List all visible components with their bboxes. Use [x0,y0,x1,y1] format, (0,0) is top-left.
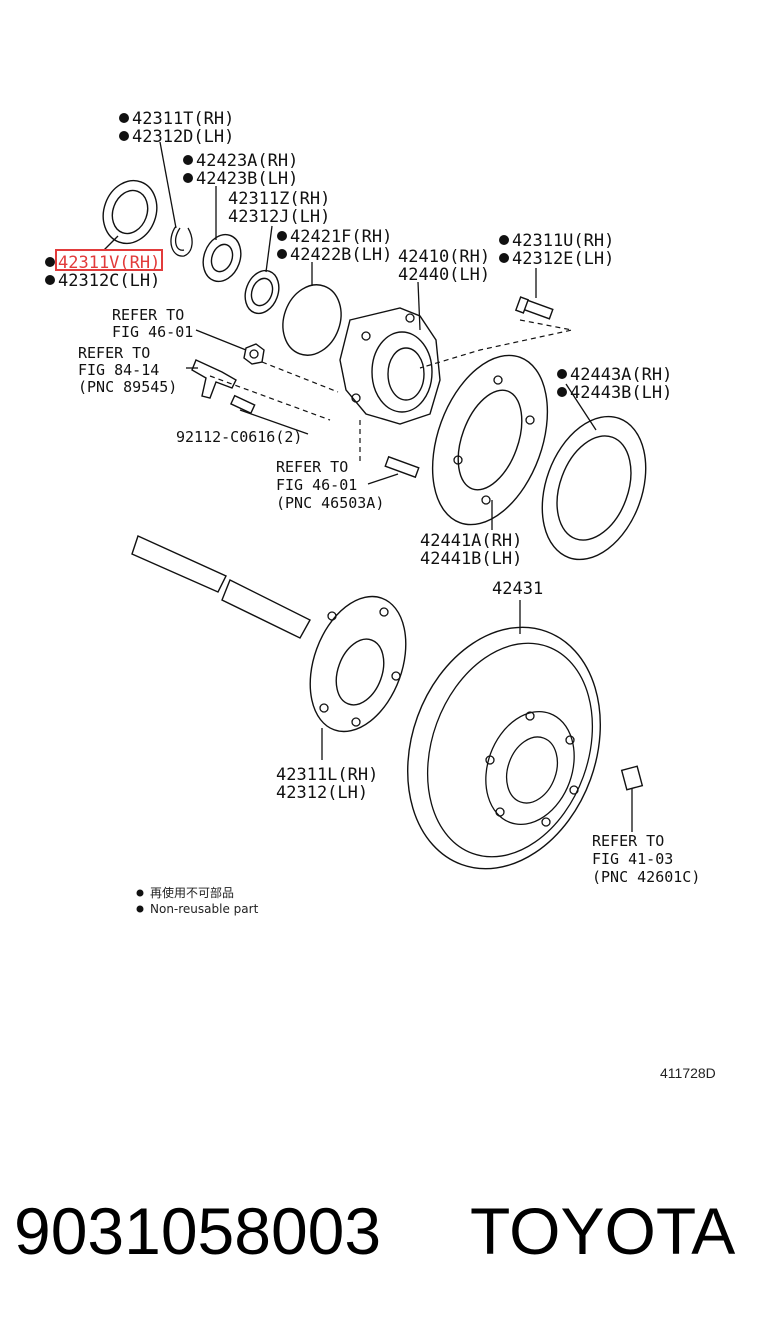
non-reusable-dot [45,275,55,285]
ref4-line2: FIG 41-03 [592,850,673,868]
label-bolt-lh: 42312E(LH) [512,249,614,269]
label-rotor: 42431 [492,579,543,599]
ref3-line1: REFER TO [276,458,348,476]
label-retainer-rh: 42311Z(RH) [228,189,330,209]
nut [243,343,265,365]
label-backing-rh: 42441A(RH) [420,531,522,551]
label-oring-lh: 42422B(LH) [290,245,392,265]
ref3-line3: (PNC 46503A) [276,494,384,512]
non-reusable-dot [119,131,129,141]
label-housing-rh: 42410(RH) [398,247,490,267]
housing-bolt [514,296,554,320]
ref3-line2: FIG 46-01 [276,476,357,494]
ref4-line3: (PNC 42601C) [592,868,700,886]
part-number: 9031058003 [14,1194,381,1268]
part-labels: 42311T(RH) 42312D(LH) 42423A(RH) 42423B(… [45,109,700,886]
label-stud: 92112-C0616(2) [176,428,302,446]
non-reusable-dot [119,113,129,123]
gasket [541,415,647,561]
label-gasket-lh: 42443B(LH) [570,383,672,403]
non-reusable-dot [499,253,509,263]
axle-housing [339,307,441,425]
label-retainer-lh: 42312J(LH) [228,207,330,227]
label-seal-rh: 42311T(RH) [132,109,234,129]
brand-name: TOYOTA [470,1194,735,1268]
leader-lines [103,141,633,832]
non-reusable-dot [183,173,193,183]
label-shaft-rh: 42311L(RH) [276,765,378,785]
legend-dot [136,905,144,913]
label-bearing-rh: 42423A(RH) [196,151,298,171]
bearing [202,233,242,283]
ref1-line2: FIG 46-01 [112,323,193,341]
ref2-line3: (PNC 89545) [78,378,177,396]
speed-sensor [191,359,237,399]
legend: 再使用不可部品 Non-reusable part [136,885,259,916]
retainer [244,269,280,315]
o-ring [282,284,342,356]
non-reusable-dot [499,235,509,245]
snap-ring [170,225,193,257]
label-seal-lh: 42312D(LH) [132,127,234,147]
non-reusable-dot [277,231,287,241]
non-reusable-dot [45,257,55,267]
legend-dot [136,889,144,897]
ref2-line2: FIG 84-14 [78,361,159,379]
highlight-box [55,249,163,271]
label-housing-lh: 42440(LH) [398,265,490,285]
label-bearing-lh: 42423B(LH) [196,169,298,189]
label-oring-rh: 42421F(RH) [290,227,392,247]
backing-plate [431,354,549,526]
hub-bolt [384,455,420,479]
label-backing-lh: 42441B(LH) [420,549,522,569]
label-shaft-lh: 42312(LH) [276,783,368,803]
ref2-line1: REFER TO [78,344,150,362]
label-gasket-rh: 42443A(RH) [570,365,672,385]
lug-nut [620,765,644,791]
label-bolt-rh: 42311U(RH) [512,231,614,251]
stud-bolt [229,394,256,415]
legend-line-english: Non-reusable part [150,902,259,916]
non-reusable-dot [557,369,567,379]
non-reusable-dot [557,387,567,397]
outer-oil-seal [102,179,158,245]
brake-rotor [407,626,601,870]
non-reusable-dot [183,155,193,165]
diagram-code: 411728D [660,1065,716,1081]
label-outer-seal-lh: 42312C(LH) [58,271,160,291]
ref4-line1: REFER TO [592,832,664,850]
non-reusable-dot [277,249,287,259]
axle-shaft [131,535,407,733]
label-outer-seal-rh: 42311V(RH) [58,253,160,273]
ref1-line1: REFER TO [112,306,184,324]
legend-line-japanese: 再使用不可部品 [150,885,234,900]
